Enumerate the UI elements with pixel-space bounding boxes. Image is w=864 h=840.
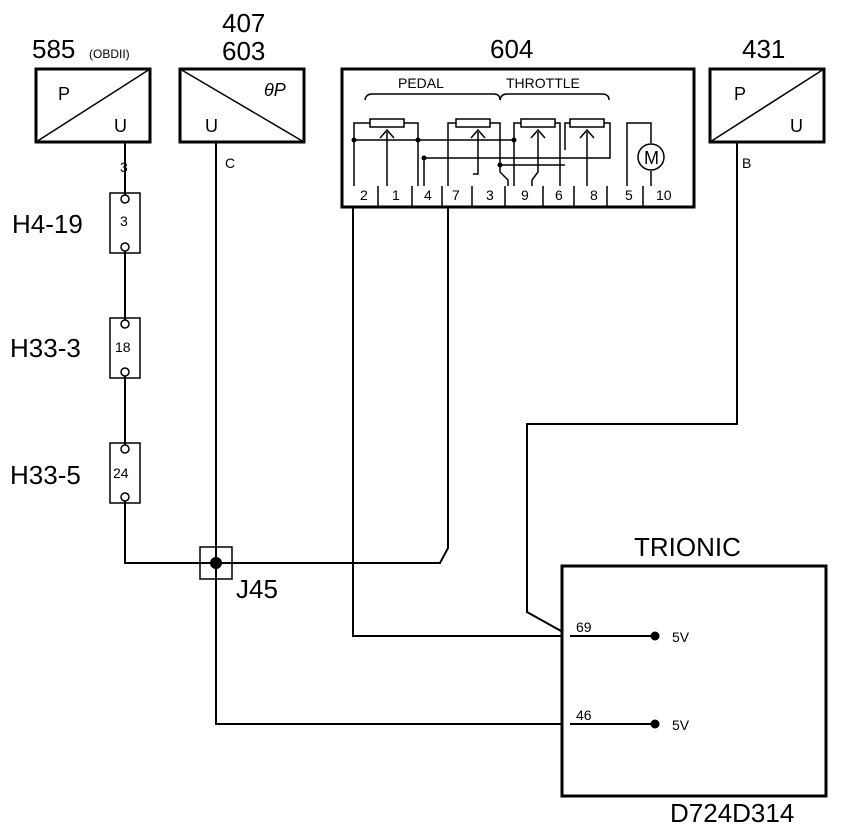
c604-pin: 4 bbox=[424, 187, 432, 203]
pedal-brace bbox=[364, 93, 501, 101]
ecu-code: D724D314 bbox=[670, 798, 794, 828]
c604-pin: 3 bbox=[486, 187, 494, 203]
throttle-brace bbox=[499, 93, 610, 101]
c431-left-label: P bbox=[734, 84, 746, 104]
c604-group-throttle: THROTTLE bbox=[506, 75, 580, 91]
c604-pin: 6 bbox=[555, 187, 563, 203]
c604-pin: 1 bbox=[392, 187, 400, 203]
c604-pin: 8 bbox=[590, 187, 598, 203]
c585-number: 585 bbox=[32, 34, 75, 64]
c604-pin: 7 bbox=[452, 187, 460, 203]
ecu-box bbox=[560, 564, 828, 798]
c585-box bbox=[34, 67, 152, 144]
c407-box bbox=[178, 67, 306, 144]
connector-pin: 18 bbox=[115, 339, 131, 355]
c431-number: 431 bbox=[742, 34, 785, 64]
c604-pin: 5 bbox=[625, 187, 633, 203]
c431-box bbox=[708, 67, 826, 144]
c407-pin: C bbox=[225, 155, 235, 171]
ecu-internal bbox=[570, 631, 660, 729]
ecu-pin-46: 46 bbox=[576, 707, 592, 723]
connector-pin: 3 bbox=[120, 213, 128, 229]
j45-splice bbox=[199, 546, 233, 580]
ecu-voltage-46: 5V bbox=[672, 717, 690, 733]
connector-label: H33-3 bbox=[10, 333, 81, 363]
junction-label: J45 bbox=[236, 574, 278, 604]
connector-label: H33-5 bbox=[10, 460, 81, 490]
ecu-title: TRIONIC bbox=[634, 532, 741, 562]
c604-pin: 9 bbox=[521, 187, 529, 203]
c431-right-label: U bbox=[790, 116, 803, 136]
ecu-pin-69: 69 bbox=[576, 619, 592, 635]
c585-left-label: P bbox=[58, 84, 70, 104]
connector-label: H4-19 bbox=[12, 209, 83, 239]
c407-number-top: 407 bbox=[222, 8, 265, 38]
c604-pin: 10 bbox=[656, 187, 672, 203]
c585-suffix: (OBDII) bbox=[89, 47, 130, 61]
c585-right-label: U bbox=[114, 116, 127, 136]
c604-motor-label: M bbox=[644, 148, 659, 168]
c604-pin: 2 bbox=[360, 187, 368, 203]
ecu-voltage-69: 5V bbox=[672, 629, 690, 645]
wiring bbox=[124, 142, 738, 725]
c407-theta-label: θP bbox=[264, 80, 286, 100]
c604-group-pedal: PEDAL bbox=[398, 75, 444, 91]
c604-internal-circuit bbox=[351, 118, 665, 207]
c604-box bbox=[340, 67, 696, 209]
c407-number-bottom: 603 bbox=[222, 36, 265, 66]
c431-pin: B bbox=[742, 155, 751, 171]
connector-pin: 24 bbox=[113, 465, 129, 481]
c604-number: 604 bbox=[490, 34, 533, 64]
c407-left-label: U bbox=[205, 116, 218, 136]
